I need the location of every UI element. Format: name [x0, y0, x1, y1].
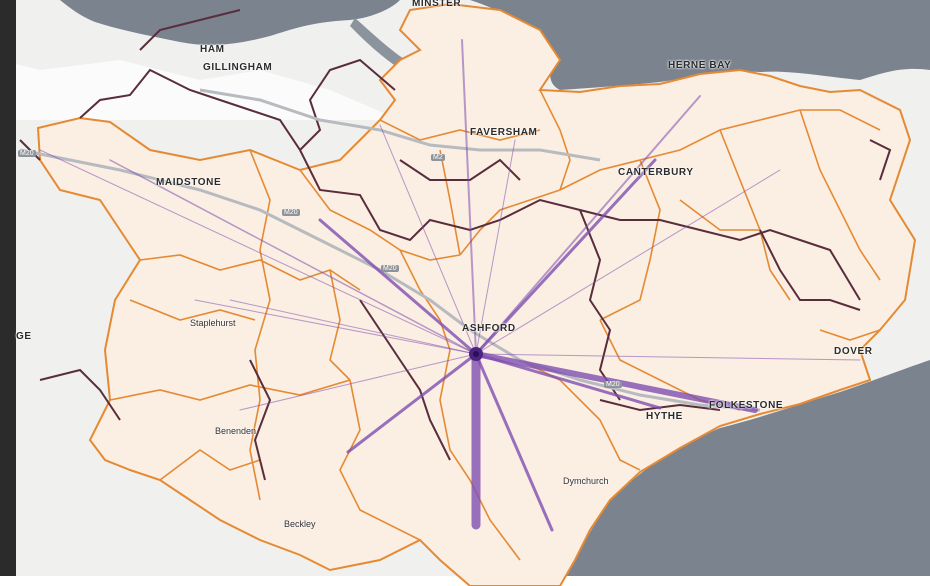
label-folkestone: FOLKESTONE — [709, 400, 784, 411]
sea-channel — [560, 360, 930, 586]
sea-north-east — [470, 0, 930, 90]
flow-line-benenden — [229, 299, 477, 355]
label-canterbury: CANTERBURY — [618, 167, 694, 178]
flow-line-far-west — [39, 149, 477, 355]
flow-line-faversham-west — [379, 124, 477, 355]
ashford-hub-core — [473, 351, 479, 357]
flow-line-west — [239, 353, 477, 411]
flow-line-staplehurst — [194, 299, 477, 355]
road-shield-m20-ashford: M20 — [381, 265, 399, 272]
label-edge-town: GE — [16, 331, 32, 342]
label-herne-bay: HERNE BAY — [668, 60, 732, 71]
label-staplehurst: Staplehurst — [190, 318, 236, 328]
m2-motorway — [199, 88, 601, 162]
flow-line-m20-west — [318, 218, 478, 356]
label-faversham: FAVERSHAM — [470, 127, 538, 138]
label-hythe: HYTHE — [646, 411, 683, 422]
m20-motorway — [19, 148, 761, 412]
road-shield-m2: M2 — [431, 154, 445, 161]
flow-line-dymchurch — [474, 352, 554, 532]
road-shield-m20-west: M20 — [18, 150, 36, 157]
label-benenden: Benenden — [215, 426, 257, 436]
label-ham: HAM — [200, 44, 225, 55]
flow-line-southwest — [346, 352, 478, 454]
flow-line-dover-road — [475, 353, 861, 361]
label-ashford[interactable]: ASHFORD — [462, 323, 516, 334]
flow-line-faversham — [475, 139, 516, 355]
flow-line-hythe — [474, 352, 662, 410]
district-boundaries — [19, 9, 892, 481]
label-gillingham: GILLINGHAM — [203, 62, 273, 73]
label-dymchurch: Dymchurch — [563, 476, 609, 486]
left-frame — [0, 0, 16, 586]
label-minster: MINSTER — [412, 0, 462, 9]
label-dover: DOVER — [834, 346, 873, 357]
road-shield-m20-east: M20 — [604, 381, 622, 388]
flow-line-west-maidstone — [109, 159, 477, 355]
label-beckley: Beckley — [284, 519, 316, 529]
flow-line-north-sheppey — [461, 39, 477, 355]
ward-boundaries — [109, 89, 881, 561]
label-maidstone: MAIDSTONE — [156, 177, 222, 188]
flow-line-canterbury — [474, 158, 657, 356]
flow-line-east — [475, 169, 781, 355]
study-region — [36, 2, 917, 586]
flow-line-herne-bay — [475, 95, 701, 355]
road-shield-m20-maidstone: M20 — [282, 209, 300, 216]
sea-estuary — [60, 0, 400, 45]
